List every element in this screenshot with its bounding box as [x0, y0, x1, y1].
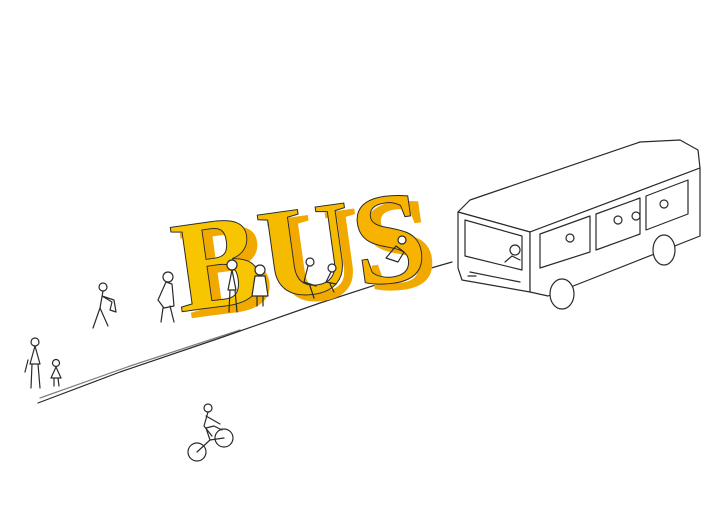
people-at-letters [226, 235, 407, 313]
bus-lettering-text: BUS [164, 163, 435, 341]
bus [457, 139, 701, 310]
bus-lettering: BUS [163, 162, 435, 341]
road-line-2 [39, 329, 241, 399]
cyclist [187, 403, 234, 462]
pedestrians [24, 271, 175, 389]
letter-u: U [250, 173, 363, 329]
letter-b: B [164, 186, 270, 341]
road-line [37, 261, 453, 404]
